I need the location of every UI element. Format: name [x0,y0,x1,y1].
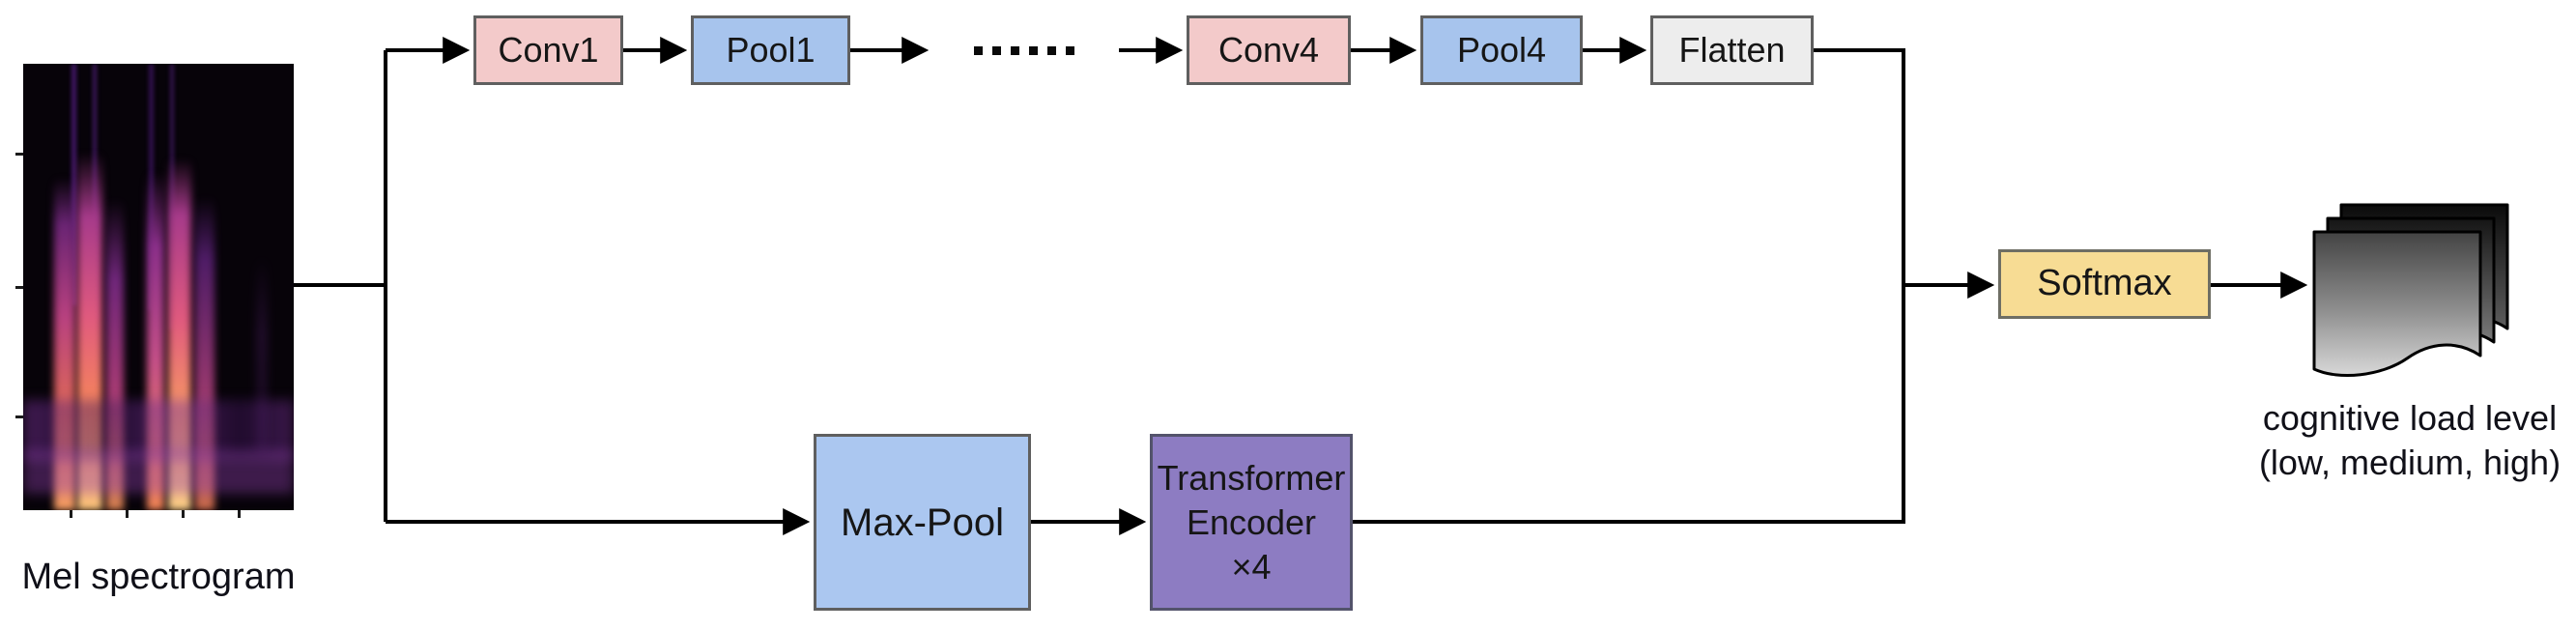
output-caption: cognitive load level (low, medium, high) [2240,396,2576,485]
maxpool-box: Max-Pool [814,434,1031,611]
ellipsis-dots-icon [974,46,1076,55]
spectrogram-tick [70,510,72,518]
transformer-label-line1: Transformer [1157,457,1346,498]
pool1-label: Pool1 [726,30,816,71]
spectrogram-band [23,450,294,494]
wire-merge [1353,48,1905,524]
spectrogram-tick [238,510,241,518]
output-caption-line1: cognitive load level [2262,398,2558,438]
softmax-label: Softmax [2037,263,2172,304]
pool4-box: Pool4 [1420,15,1583,85]
conv4-box: Conv4 [1187,15,1351,85]
spectrogram-tick [182,510,185,518]
transformer-encoder-label: Transformer Encoder ×4 [1158,456,1346,589]
spectrogram-tick [126,510,129,518]
conv1-label: Conv1 [498,30,599,71]
output-caption-line2: (low, medium, high) [2258,443,2562,482]
spectrogram-streak [257,257,267,450]
conv4-label: Conv4 [1217,30,1320,71]
wire-group [294,37,2308,535]
transformer-label-line3: ×4 [1231,546,1272,587]
flatten-box: Flatten [1650,15,1814,85]
spectrogram-tick [15,286,23,289]
document-stack-icon [2312,203,2509,378]
conv1-box: Conv1 [473,15,623,85]
softmax-box: Softmax [1998,249,2211,319]
spectrogram-tick [15,415,23,418]
transformer-label-line2: Encoder [1186,501,1317,542]
input-label: Mel spectrogram [21,557,296,597]
spectrogram-tick [15,153,23,156]
maxpool-label: Max-Pool [841,501,1004,544]
pool1-box: Pool1 [691,15,850,85]
mel-spectrogram-image [23,64,294,510]
transformer-encoder-box: Transformer Encoder ×4 [1150,434,1353,611]
pool4-label: Pool4 [1456,30,1547,71]
spectrogram-band [23,400,294,460]
flatten-label: Flatten [1678,30,1786,71]
